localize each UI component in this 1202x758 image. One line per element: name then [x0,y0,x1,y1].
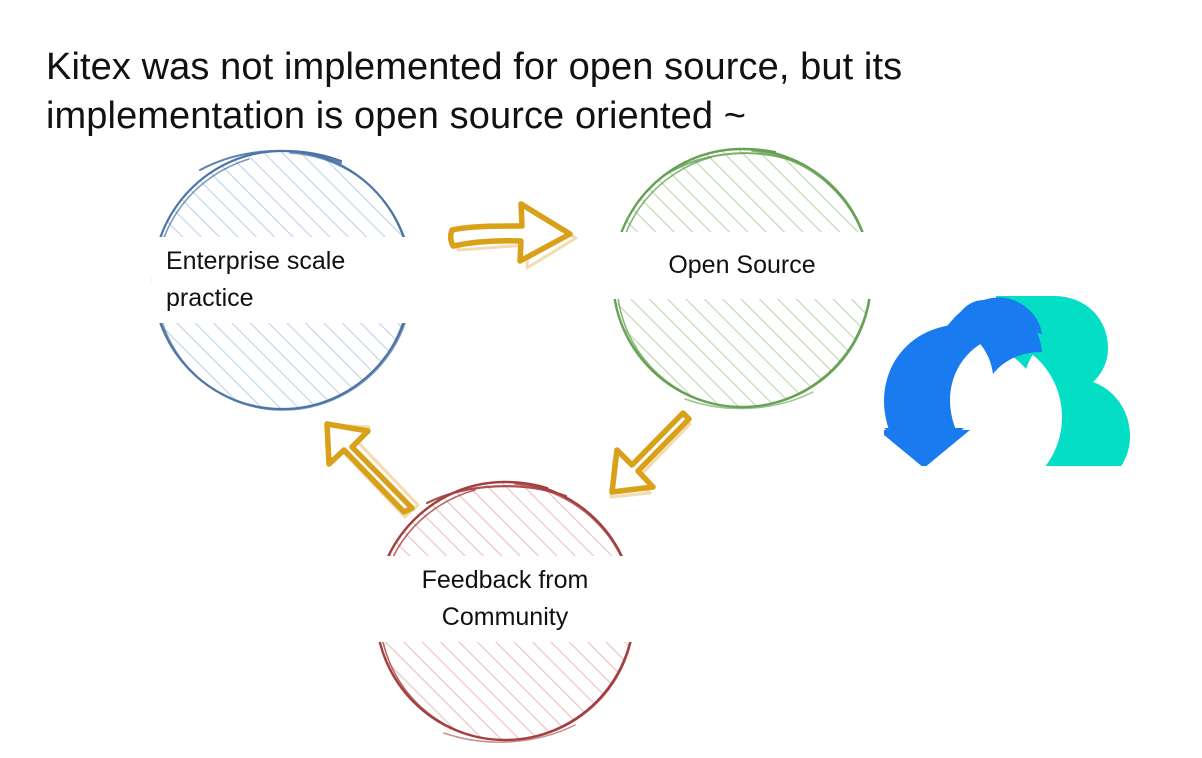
arrow-curve [878,297,1042,468]
slide-title: Kitex was not implemented for open sourc… [46,46,903,138]
node-label-open-source: Open Source [608,232,876,299]
node-label-text: Enterprise scale practice [166,247,346,312]
node-label-text: Feedback from Community [421,566,589,631]
cloud-arrow-logo [878,288,1136,490]
node-label-text: Open Source [668,251,816,279]
node-label-enterprise-scale-practice: Enterprise scale practice [152,237,414,323]
arrow-enterprise-to-opensource-icon [447,201,578,270]
cloud-arrow-logo-svg [878,296,1130,490]
arrow-opensource-to-feedback-icon [609,410,692,499]
node-label-feedback-from-community: Feedback from Community [374,556,636,642]
arrow-feedback-to-enterprise-icon [324,421,420,519]
